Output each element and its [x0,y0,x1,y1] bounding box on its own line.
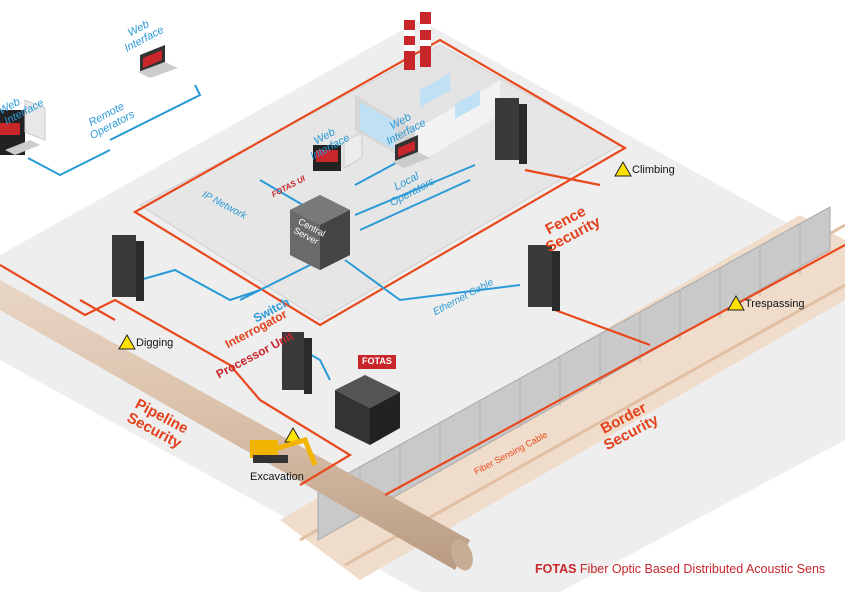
device-brand-tag: FOTAS [362,356,392,366]
rack-right [528,245,560,311]
border-fence-posts [359,225,801,516]
pipeline [0,280,470,570]
rack-fence [495,98,527,164]
central-server [290,195,350,270]
rack-left [112,235,144,301]
laptop-remote [138,45,178,78]
warning-icons [118,160,745,443]
footer-caption: FOTAS Fiber Optic Based Distributed Acou… [535,562,825,576]
ground-platform [0,20,845,592]
label-trespassing: Trespassing [745,298,805,310]
footer-brand: FOTAS [535,562,577,576]
border-fence [317,206,831,541]
excavator [250,436,318,466]
pipeline-end [451,539,473,571]
rack-switch [282,332,312,394]
label-climbing: Climbing [632,164,675,176]
footer-text: Fiber Optic Based Distributed Acoustic S… [576,562,826,576]
desktop-remote [0,99,46,155]
network-lines [27,84,521,381]
label-digging: Digging [136,337,174,349]
desktop-local [313,131,363,171]
fiber-lines [0,38,845,496]
label-excavation: Excavation [250,471,304,483]
interrogator-device [335,355,400,445]
laptop-local [392,135,430,168]
